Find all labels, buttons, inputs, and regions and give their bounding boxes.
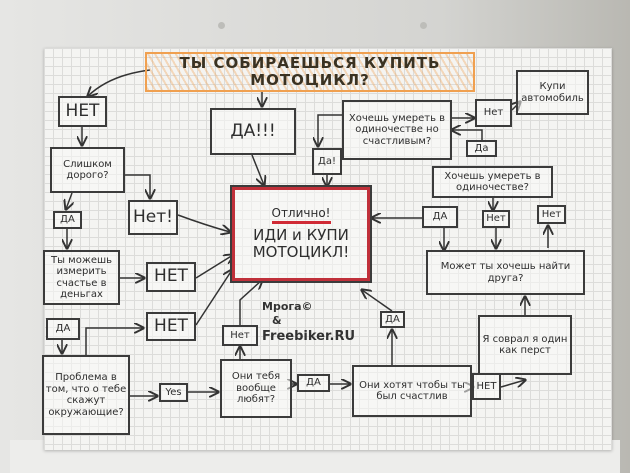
node-measure-happiness: Ты можешь измерить счастье в деньгах bbox=[43, 250, 120, 305]
node-no-want: НЕТ bbox=[472, 373, 501, 400]
node-yes-love: ДА bbox=[297, 374, 330, 392]
credit-author: Мрога© bbox=[262, 300, 313, 313]
node-no-die-alone-2: Нет bbox=[537, 205, 566, 224]
node-yes-want: ДА bbox=[380, 311, 405, 328]
node-no-die-alone-1: Нет bbox=[482, 210, 510, 228]
node-no-expensive: Нет! bbox=[128, 200, 178, 235]
node-yes-die-alone: ДА bbox=[422, 206, 458, 228]
node-too-expensive: Слишком дорого? bbox=[50, 147, 125, 193]
main-result-box: Отлично!ИДИ и КУПИ МОТОЦИКЛ! bbox=[230, 185, 372, 283]
node-buy-car: Купи автомобиль bbox=[516, 70, 589, 115]
node-lied-alone: Я соврал я один как перст bbox=[478, 315, 572, 375]
main-great-text: Отлично! bbox=[271, 206, 331, 224]
node-no-measure: НЕТ bbox=[146, 262, 196, 292]
binder-hole bbox=[218, 22, 225, 29]
node-problem-others: Проблема в том, что о тебе скажут окружа… bbox=[42, 355, 130, 435]
node-do-they-love: Они тебя вообще любят? bbox=[220, 359, 292, 418]
node-no-die-happy: Нет bbox=[475, 99, 512, 127]
node-yes-expensive: ДА bbox=[53, 211, 82, 229]
credit-ampersand: & bbox=[272, 314, 282, 328]
node-no-top: НЕТ bbox=[58, 96, 107, 127]
node-yes-die-happy: Да! bbox=[312, 148, 342, 175]
diagram-title: ТЫ СОБИРАЕШЬСЯ КУПИТЬ МОТОЦИКЛ? bbox=[145, 52, 475, 92]
node-yes-top: ДА!!! bbox=[210, 108, 296, 155]
node-yes-die-alone-up: Да bbox=[466, 140, 497, 157]
main-action-text: ИДИ и КУПИ МОТОЦИКЛ! bbox=[252, 225, 350, 261]
node-die-alone-happy: Хочешь умереть в одиночестве но счастлив… bbox=[342, 100, 452, 160]
node-find-friend: Может ты хочешь найти друга? bbox=[426, 250, 585, 295]
node-no-love: Нет bbox=[222, 325, 258, 346]
credit-signature: Мрога© & Freebiker.RU bbox=[262, 300, 355, 345]
node-want-happy: Они хотят чтобы ты был счастлив bbox=[352, 365, 472, 417]
binder-hole bbox=[420, 22, 427, 29]
credit-site: Freebiker.RU bbox=[262, 328, 356, 344]
node-yes-measure: ДА bbox=[46, 318, 80, 340]
node-no-problem: НЕТ bbox=[146, 312, 196, 341]
node-yes-problem: Yes bbox=[159, 383, 188, 402]
node-die-alone: Хочешь умереть в одиночестве? bbox=[432, 166, 553, 198]
